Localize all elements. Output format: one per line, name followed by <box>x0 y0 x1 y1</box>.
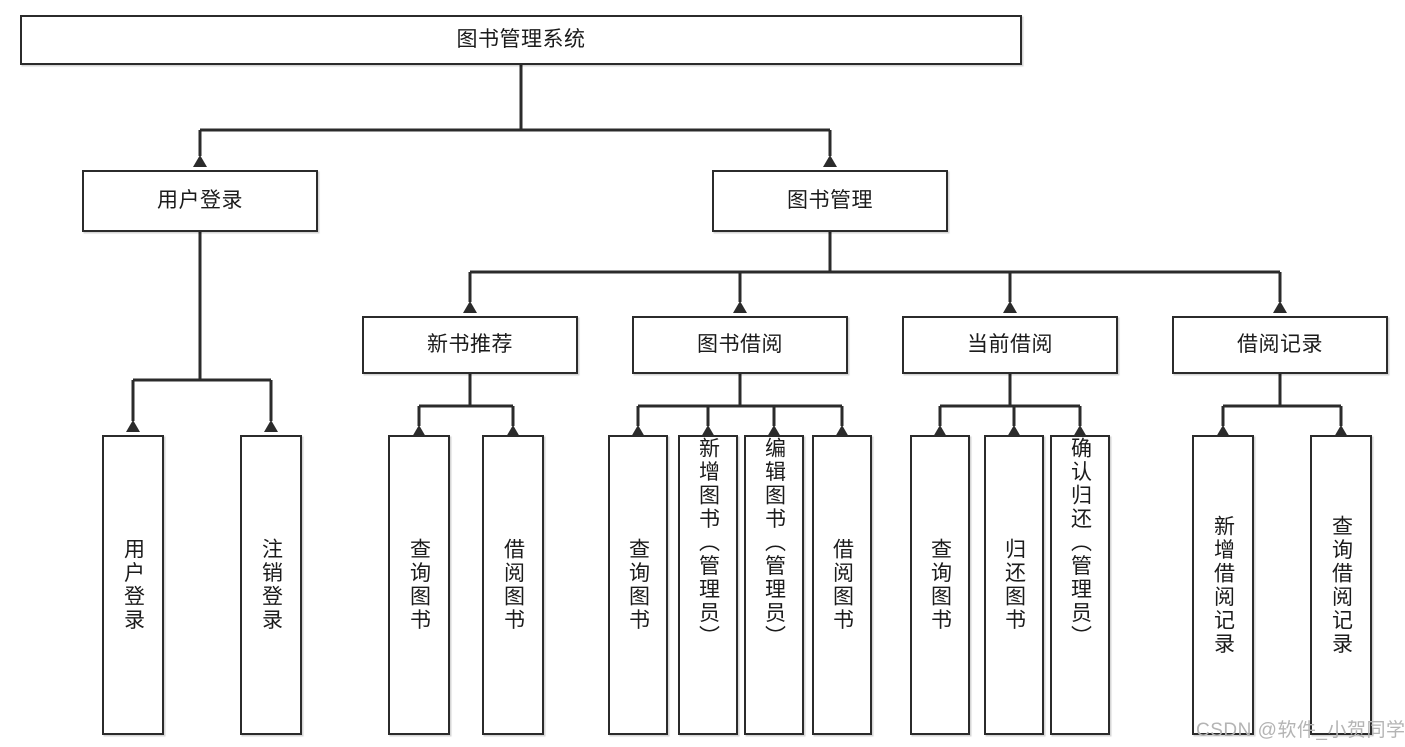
leaf-records-add-record[interactable]: 新增借阅记录 <box>1192 435 1254 735</box>
node-book-borrow[interactable]: 图书借阅 <box>632 316 848 374</box>
node-borrow-records[interactable]: 借阅记录 <box>1172 316 1388 374</box>
leaf-borrow-edit-book-admin[interactable]: 编辑图书（管理员） <box>744 435 804 735</box>
node-book-management[interactable]: 图书管理 <box>712 170 948 232</box>
leaf-borrow-query-book[interactable]: 查询图书 <box>608 435 668 735</box>
leaf-newbook-query-book-label: 查询图书 <box>407 538 431 632</box>
leaf-user-login[interactable]: 用户登录 <box>102 435 164 735</box>
leaf-user-logout-label: 注销登录 <box>259 538 283 632</box>
leaf-borrow-add-book-admin[interactable]: 新增图书（管理员） <box>678 435 738 735</box>
node-user-login-label: 用户登录 <box>157 188 243 212</box>
leaf-borrow-borrow-book-label: 借阅图书 <box>830 538 854 632</box>
leaf-current-confirm-return-admin[interactable]: 确认归还（管理员） <box>1050 435 1110 735</box>
node-root[interactable]: 图书管理系统 <box>20 15 1022 65</box>
watermark-text: CSDN @软件_小贺同学 <box>1196 720 1405 741</box>
leaf-borrow-add-book-admin-label: 新增图书（管理员） <box>696 437 720 649</box>
node-root-label: 图书管理系统 <box>456 27 586 51</box>
leaf-records-query-record-label: 查询借阅记录 <box>1329 514 1353 656</box>
leaf-current-confirm-return-admin-label: 确认归还（管理员） <box>1068 437 1092 649</box>
leaf-current-query-book-label: 查询图书 <box>928 538 952 632</box>
leaf-user-login-label: 用户登录 <box>121 538 145 632</box>
leaf-newbook-borrow-book[interactable]: 借阅图书 <box>482 435 544 735</box>
leaf-borrow-edit-book-admin-label: 编辑图书（管理员） <box>762 437 786 649</box>
leaf-current-query-book[interactable]: 查询图书 <box>910 435 970 735</box>
node-borrow-records-label: 借阅记录 <box>1237 332 1323 356</box>
leaf-current-return-book-label: 归还图书 <box>1002 538 1026 632</box>
node-book-management-label: 图书管理 <box>787 188 873 212</box>
leaf-borrow-query-book-label: 查询图书 <box>626 538 650 632</box>
leaf-newbook-query-book[interactable]: 查询图书 <box>388 435 450 735</box>
node-book-borrow-label: 图书借阅 <box>697 332 783 356</box>
leaf-records-query-record[interactable]: 查询借阅记录 <box>1310 435 1372 735</box>
node-user-login[interactable]: 用户登录 <box>82 170 318 232</box>
leaf-current-return-book[interactable]: 归还图书 <box>984 435 1044 735</box>
leaf-newbook-borrow-book-label: 借阅图书 <box>501 538 525 632</box>
node-new-book-recommend[interactable]: 新书推荐 <box>362 316 578 374</box>
node-current-borrow-label: 当前借阅 <box>967 332 1053 356</box>
leaf-user-logout[interactable]: 注销登录 <box>240 435 302 735</box>
node-current-borrow[interactable]: 当前借阅 <box>902 316 1118 374</box>
node-new-book-recommend-label: 新书推荐 <box>427 332 513 356</box>
leaf-borrow-borrow-book[interactable]: 借阅图书 <box>812 435 872 735</box>
leaf-records-add-record-label: 新增借阅记录 <box>1211 514 1235 656</box>
